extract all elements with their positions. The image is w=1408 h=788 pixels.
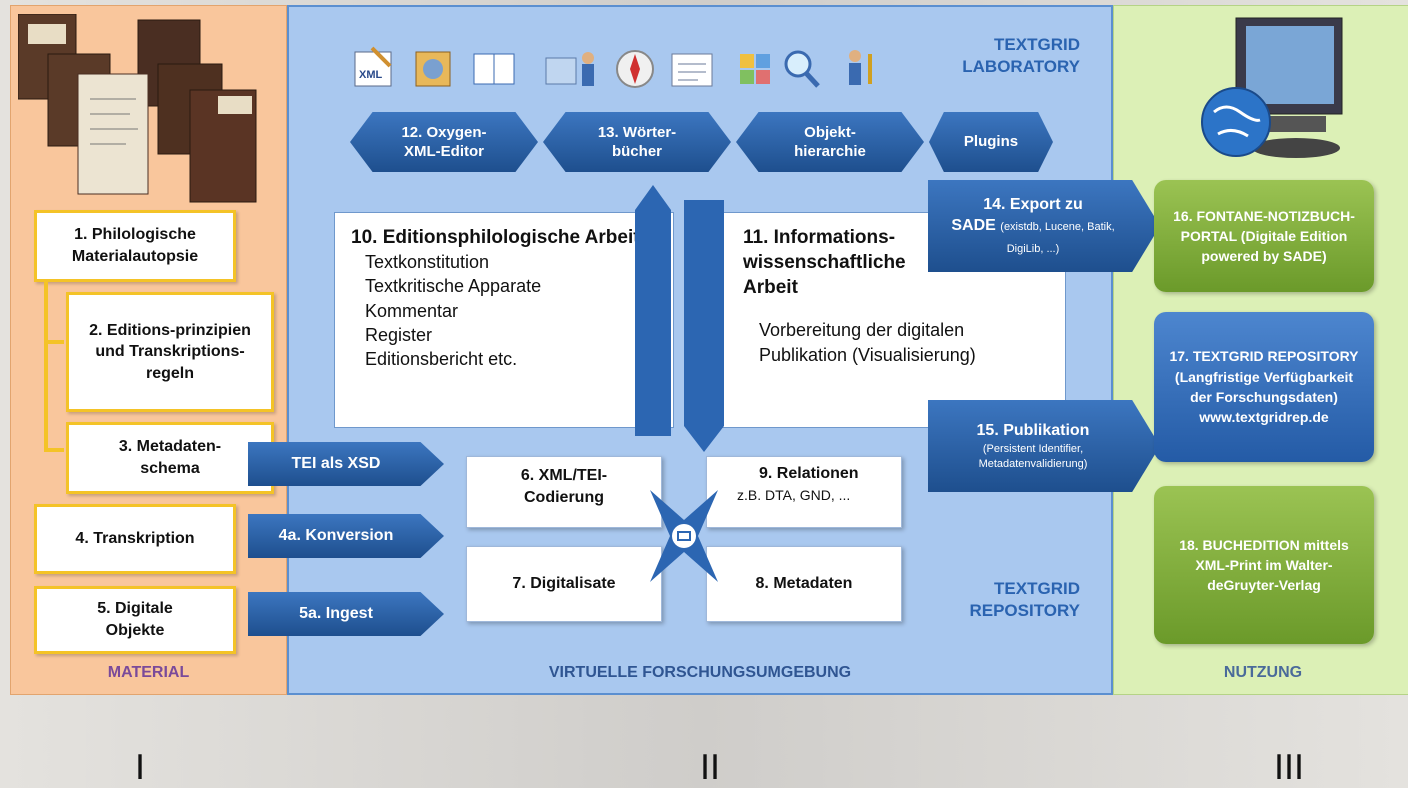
- user-folder-icon: [545, 52, 594, 86]
- material-title: MATERIAL: [107, 664, 190, 681]
- user-key-icon: [849, 50, 872, 85]
- step-5-card: 5. Digitale Objekte: [34, 586, 236, 654]
- step-4-card: 4. Transkription: [34, 504, 236, 574]
- work-11-title: 11. Informations-wissenschaftliche Arbei…: [743, 227, 906, 299]
- work-10-item: Editionsbericht etc.: [365, 349, 518, 370]
- step-3-card: 3. Metadaten-schema: [66, 422, 274, 494]
- publication-15-title: 15. Publikation: [976, 422, 1090, 440]
- image-icon: [415, 51, 451, 87]
- compass-icon: [616, 50, 654, 88]
- roman-numeral-1: I: [134, 748, 146, 788]
- work-10-item: Textkritische Apparate: [365, 276, 542, 297]
- lab-title: TEXTGRID LABORATORY: [962, 35, 1080, 77]
- work-10-item: Textkonstitution: [365, 252, 490, 273]
- roman-numeral-3: III: [1273, 748, 1305, 788]
- card-relationen: 9. Relationen z.B. DTA, GND, ...: [706, 456, 902, 528]
- form-icon: [671, 53, 713, 87]
- ingest-arrow: 5a. Ingest: [248, 592, 444, 636]
- vertical-arrows: [630, 180, 730, 456]
- tool-woerterbuecher: 13. Wörter-bücher: [543, 112, 731, 172]
- card-relationen-title: 9. Relationen: [759, 465, 859, 482]
- notebooks-image: [17, 13, 268, 204]
- material-connector: [40, 282, 70, 462]
- work-10-item: Kommentar: [365, 300, 459, 321]
- card-metadaten: 8. Metadaten: [706, 546, 902, 622]
- card-relationen-detail: z.B. DTA, GND, ...: [737, 487, 851, 503]
- box-17-repository: 17. TEXTGRID REPOSITORY (Langfristige Ve…: [1154, 312, 1374, 462]
- book-icon: [473, 53, 515, 85]
- magnifier-icon: [784, 50, 820, 88]
- publication-15-detail: (Persistent Identifier, Metadatenvalidie…: [978, 442, 1088, 470]
- export-14-arrow: 14. Export zu SADE (existdb, Lucene, Bat…: [928, 180, 1160, 272]
- card-digitalisate: 7. Digitalisate: [466, 546, 662, 622]
- box-16-portal: 16. FONTANE-NOTIZBUCH-PORTAL (Digitale E…: [1154, 180, 1374, 292]
- work-10-box: 10. Editionsphilologische Arbeit Textkon…: [334, 212, 674, 428]
- roman-numeral-2: II: [699, 748, 721, 788]
- center-connector: [642, 486, 726, 586]
- export-14-sade: SADE: [951, 217, 996, 235]
- work-10-item: Register: [365, 324, 433, 345]
- repo-title: TEXTGRID REPOSITORY: [969, 579, 1080, 621]
- nutzung-title: NUTZUNG: [1223, 664, 1303, 681]
- xml-editor-icon: XML: [354, 46, 392, 87]
- grid-icon: [740, 54, 770, 84]
- konversion-arrow: 4a. Konversion: [248, 514, 444, 558]
- tool-icons-row: XML: [350, 44, 890, 92]
- work-11-item: Vorbereitung der digitalen: [759, 320, 965, 341]
- step-2-card: 2. Editions-prinzipien und Transkription…: [66, 292, 274, 412]
- svg-text:XML: XML: [359, 69, 383, 81]
- work-10-title: 10. Editionsphilologische Arbeit: [351, 227, 640, 248]
- work-11-item: Publikation (Visualisierung): [759, 344, 976, 365]
- export-14-detail: (existdb, Lucene, Batik, DigiLib, ...): [1000, 221, 1115, 255]
- tei-xsd-arrow: TEI als XSD: [248, 442, 444, 486]
- vfu-title: VIRTUELLE FORSCHUNGSUMGEBUNG: [548, 664, 852, 681]
- step-1-card: 1. Philologische Materialautopsie: [34, 210, 236, 282]
- tool-objekthierarchie: Objekt-hierarchie: [736, 112, 924, 172]
- tool-oxygen: 12. Oxygen-XML-Editor: [350, 112, 538, 172]
- export-14-title: 14. Export zu: [983, 195, 1083, 213]
- computer-icon: [1196, 16, 1346, 168]
- publication-15-arrow: 15. Publikation (Persistent Identifier, …: [928, 400, 1160, 492]
- tool-plugins: Plugins: [929, 112, 1053, 172]
- card-xml-tei: 6. XML/TEI-Codierung: [466, 456, 662, 528]
- box-18-buchedition: 18. BUCHEDITION mittels XML-Print im Wal…: [1154, 486, 1374, 644]
